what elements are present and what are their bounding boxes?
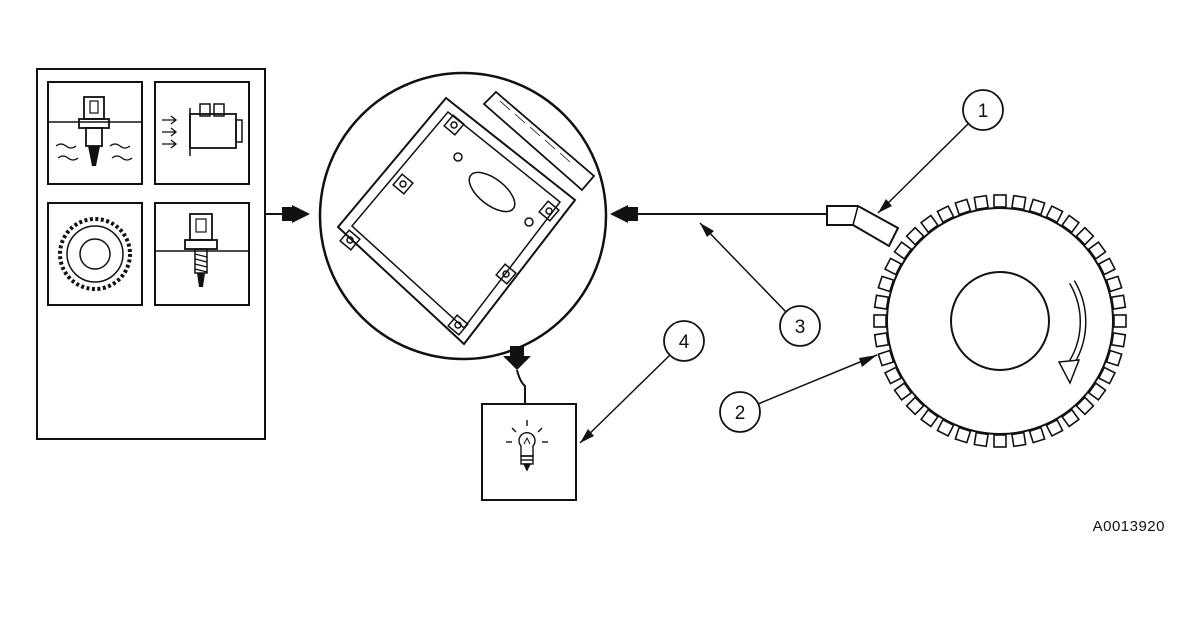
wheel-tooth (905, 396, 925, 416)
rotation-arrow-icon (1057, 280, 1087, 385)
control-module (318, 71, 608, 361)
callout-4-number: 4 (679, 332, 690, 353)
callout-1: 1 (877, 89, 1004, 214)
sensor-signal-wire (610, 205, 828, 223)
figure-reference-code: A0013920 (1093, 518, 1165, 535)
callout-2-number: 2 (735, 403, 746, 424)
callout-3: 3 (699, 222, 821, 347)
wheel-tooth (993, 194, 1007, 208)
threaded-sensor-icon (154, 202, 250, 306)
wheel-tooth (873, 332, 890, 348)
callout-1-number: 1 (978, 101, 989, 122)
input-signal-arrow (265, 205, 310, 223)
wheel-tooth (973, 431, 989, 448)
wheel-tooth (1110, 294, 1127, 310)
wheel-tooth (873, 294, 890, 310)
wheel-tooth (1075, 226, 1095, 246)
wheel-tooth (873, 314, 887, 328)
reluctor-ring-icon (47, 202, 143, 306)
warning-lamp (481, 403, 577, 501)
wheel-tooth (905, 226, 925, 246)
callout-2: 2 (719, 354, 878, 433)
speed-sensor (826, 205, 900, 248)
wheel-tooth (993, 434, 1007, 448)
airflow-sensor-icon (154, 81, 250, 185)
wheel-tooth (1011, 431, 1027, 448)
lamp-output-arrow (503, 346, 531, 404)
wheel-tooth (1011, 194, 1027, 211)
wheel-tooth (1075, 396, 1095, 416)
wheel-tooth (973, 194, 989, 211)
toothed-wheel (873, 194, 1127, 448)
wheel-tooth (1110, 332, 1127, 348)
sensor-inputs-panel (36, 68, 266, 440)
callout-3-number: 3 (795, 317, 806, 338)
bulb-icon (506, 420, 548, 472)
wheel-tooth (1113, 314, 1127, 328)
temperature-sensor-icon (47, 81, 143, 185)
callout-4: 4 (579, 320, 705, 444)
